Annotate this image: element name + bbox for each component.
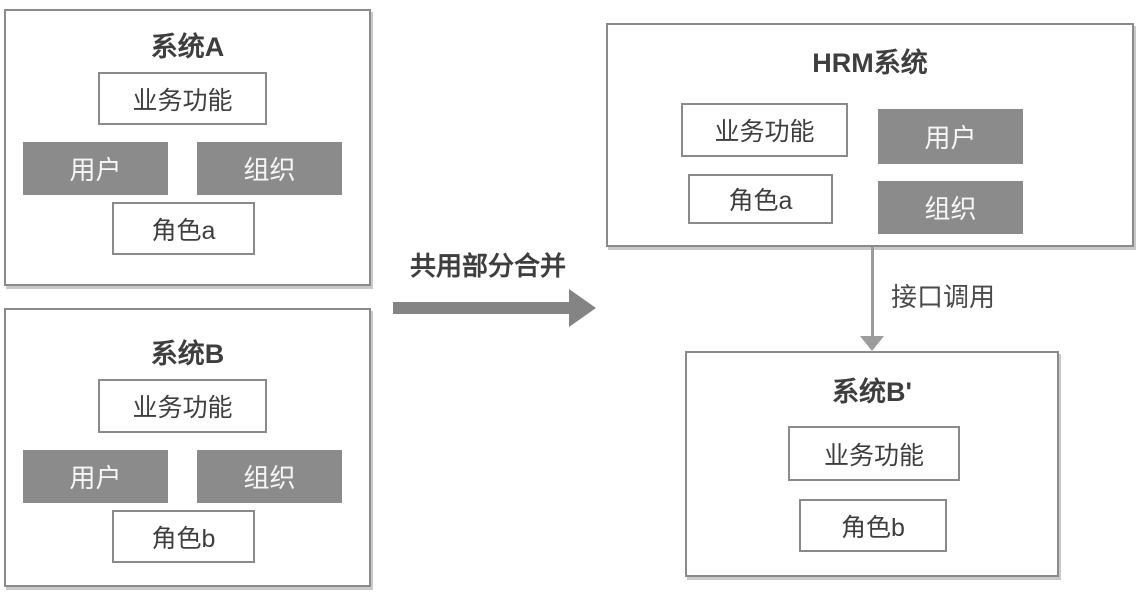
- system-b-prime-business-box: 业务功能: [788, 426, 960, 481]
- system-a-business-box: 业务功能: [98, 72, 267, 125]
- hrm-system-title: HRM系统: [812, 48, 928, 78]
- merge-arrow-head: [569, 289, 596, 327]
- system-b-org-box: 组织: [197, 450, 342, 503]
- merge-arrow-shaft: [393, 302, 569, 314]
- merge-arrow-label: 共用部分合并: [409, 251, 566, 281]
- system-b-title: 系统B: [150, 339, 225, 369]
- system-b-business-box: 业务功能: [98, 379, 267, 433]
- call-arrow-label: 接口调用: [891, 282, 996, 312]
- call-arrow-head: [860, 336, 884, 351]
- system-a-org-box: 组织: [197, 142, 342, 195]
- hrm-user-box: 用户: [878, 109, 1023, 164]
- system-a-user-box: 用户: [23, 142, 168, 195]
- system-b-user-box: 用户: [23, 450, 168, 503]
- system-b-role-box: 角色b: [112, 510, 255, 563]
- system-a-title: 系统A: [150, 32, 225, 62]
- system-b-prime-role-box: 角色b: [799, 499, 947, 552]
- hrm-system-box: HRM系统 业务功能 角色a 用户 组织: [606, 23, 1134, 247]
- hrm-role-box: 角色a: [688, 174, 833, 224]
- hrm-business-box: 业务功能: [681, 103, 848, 157]
- system-b-prime-box: 系统B' 业务功能 角色b: [685, 351, 1059, 577]
- system-b-prime-title: 系统B': [832, 377, 912, 407]
- call-arrow-shaft: [871, 247, 874, 337]
- hrm-org-box: 组织: [878, 181, 1023, 234]
- system-b-box: 系统B 业务功能 用户 组织 角色b: [4, 308, 371, 587]
- system-a-role-box: 角色a: [112, 202, 255, 255]
- system-a-box: 系统A 业务功能 用户 组织 角色a: [4, 9, 371, 286]
